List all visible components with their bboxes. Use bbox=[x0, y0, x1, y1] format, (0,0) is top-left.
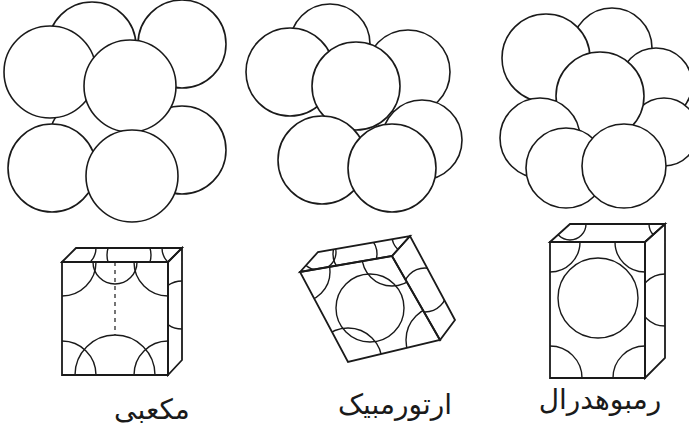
cell-edge bbox=[62, 262, 168, 375]
cell-edge bbox=[645, 224, 665, 378]
cell-edge bbox=[392, 236, 455, 340]
cell-edge bbox=[62, 248, 182, 262]
atom-sphere bbox=[4, 26, 96, 118]
atom-section bbox=[28, 228, 202, 415]
atom-section bbox=[639, 274, 689, 326]
cell-edge bbox=[550, 242, 645, 378]
atom-section bbox=[403, 268, 447, 312]
atom-section bbox=[270, 226, 474, 396]
atom-sphere bbox=[86, 130, 178, 222]
lattice-name: مکعبی bbox=[114, 393, 190, 427]
atom-sphere bbox=[8, 124, 96, 212]
atom-sphere bbox=[348, 124, 436, 212]
hidden-edge bbox=[114, 262, 115, 335]
atom-section bbox=[300, 218, 428, 276]
cell-edge bbox=[168, 248, 182, 375]
atom-sphere bbox=[84, 40, 176, 132]
sphere-packing bbox=[4, 0, 226, 222]
atom-section bbox=[56, 228, 202, 277]
sphere-packing bbox=[500, 8, 689, 208]
atom-section bbox=[518, 212, 677, 410]
cell-edge bbox=[300, 256, 440, 362]
lattice-name: رمبوهدرال bbox=[539, 383, 662, 417]
sphere-packing bbox=[246, 4, 462, 212]
lattice-name: ارتورمبیک bbox=[338, 388, 452, 422]
atom-sphere bbox=[582, 124, 666, 208]
